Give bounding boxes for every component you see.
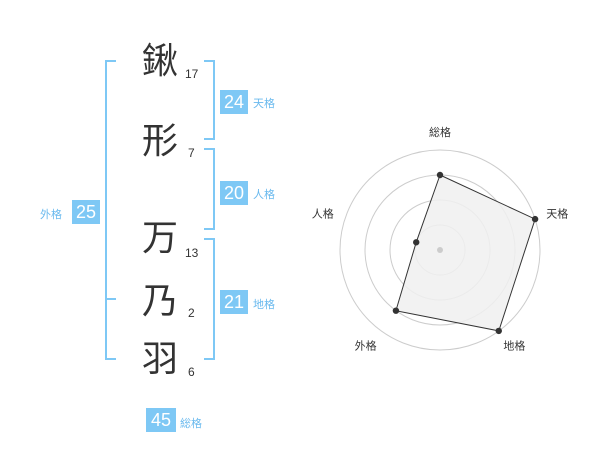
gaikaku-value: 25 — [72, 200, 100, 224]
name-char-1: 鍬 — [141, 41, 178, 82]
jinkaku-label: 人格 — [253, 188, 275, 201]
radar-axis-label-1: 総格 — [429, 125, 451, 139]
name-char-2: 形 — [141, 121, 178, 162]
jinkaku-bracket — [204, 148, 215, 230]
radar-axis-label-3: 地格 — [503, 338, 525, 352]
name-char-3: 万 — [141, 218, 178, 259]
soukaku-label: 総格 — [180, 417, 202, 430]
tenkaku-value: 24 — [220, 90, 248, 114]
stroke-count-1: 17 — [185, 67, 199, 81]
gaikaku-bracket — [105, 60, 116, 360]
chikaku-label: 地格 — [253, 298, 275, 311]
radar-grid-ring — [339, 149, 541, 351]
stroke-count-5: 6 — [188, 365, 195, 379]
tenkaku-bracket — [204, 60, 215, 140]
radar-point-5 — [413, 239, 420, 246]
stroke-count-2: 7 — [188, 146, 195, 160]
radar-data-polygon — [395, 174, 536, 332]
stroke-count-4: 2 — [188, 306, 195, 320]
tenkaku-label: 天格 — [253, 97, 275, 110]
name-char-5: 羽 — [141, 339, 178, 380]
name-char-4: 乃 — [141, 281, 178, 322]
radar-point-2 — [531, 215, 539, 223]
chikaku-bracket — [204, 238, 215, 360]
radar-axis-label-4: 外格 — [355, 338, 377, 352]
radar-axis-label-5: 人格 — [312, 207, 334, 221]
chikaku-value: 21 — [220, 290, 248, 314]
stroke-count-3: 13 — [185, 246, 199, 260]
radar-center-dot — [437, 247, 443, 253]
jinkaku-value: 20 — [220, 181, 248, 205]
radar-point-4 — [392, 307, 400, 314]
radar-axis-label-2: 天格 — [546, 207, 568, 221]
radar-point-1 — [436, 171, 444, 179]
gaikaku-label: 外格 — [40, 208, 62, 221]
radar-point-3 — [495, 327, 502, 335]
soukaku-value: 45 — [146, 408, 176, 432]
